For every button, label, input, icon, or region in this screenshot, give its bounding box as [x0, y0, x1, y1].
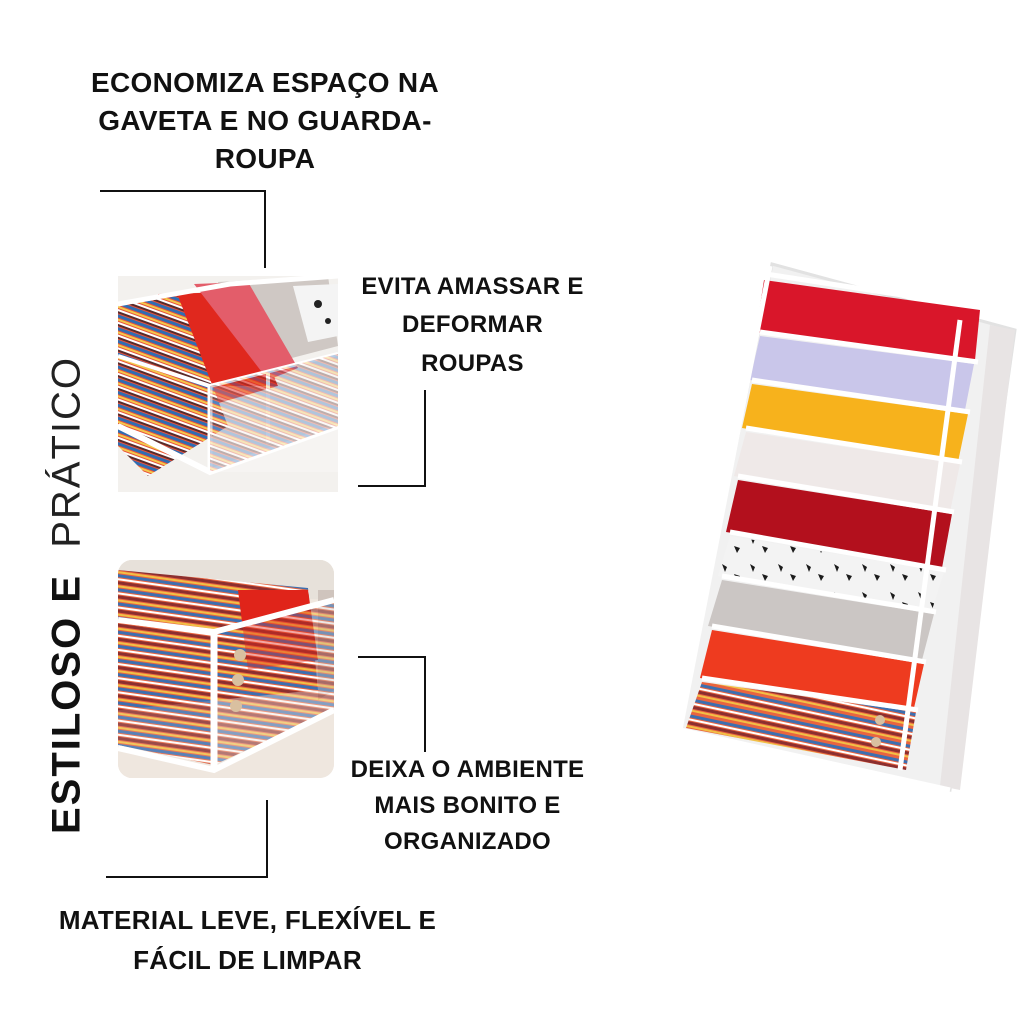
caption-line: DEIXA O AMBIENTE	[350, 756, 585, 783]
connector-line	[424, 656, 426, 752]
connector-line	[266, 800, 268, 878]
caption-line: MATERIAL LEVE, FLEXÍVEL E	[58, 905, 437, 935]
connector-line	[264, 190, 266, 268]
connector-line	[358, 656, 426, 658]
caption-line: ECONOMIZA ESPAÇO NA	[91, 67, 439, 98]
caption-line: ROUPA	[214, 143, 316, 175]
caption-avoid-wrinkles: EVITA AMASSAR E DEFORMAR ROUPAS	[340, 268, 605, 383]
organizer-photo-main	[660, 250, 1024, 800]
caption-save-space: ECONOMIZA ESPAÇO NA GAVETA E NO GUARDA- …	[60, 64, 470, 178]
connector-line	[358, 485, 426, 487]
caption-line: FÁCIL DE LIMPAR	[133, 945, 362, 976]
caption-line: MAIS BONITO E	[374, 792, 561, 819]
vertical-title: ESTILOSO E PRÁTICO	[32, 356, 102, 834]
caption-line: ORGANIZADO	[384, 828, 551, 855]
vertical-title-light: PRÁTICO	[44, 355, 89, 548]
caption-line: EVITA AMASSAR E	[361, 273, 584, 300]
organizer-photo-angle-1	[118, 276, 338, 492]
caption-light-material: MATERIAL LEVE, FLEXÍVEL E FÁCIL DE LIMPA…	[40, 900, 455, 981]
organizer-photo-angle-2	[118, 560, 334, 778]
caption-line: DEFORMAR	[401, 311, 544, 339]
connector-line	[106, 876, 268, 878]
connector-line	[100, 190, 266, 192]
caption-line: GAVETA E NO GUARDA-	[98, 105, 432, 137]
caption-organized-room: DEIXA O AMBIENTE MAIS BONITO E ORGANIZAD…	[340, 752, 595, 860]
connector-line	[424, 390, 426, 486]
caption-line: ROUPAS	[421, 349, 524, 377]
vertical-title-bold: ESTILOSO E	[44, 573, 89, 835]
